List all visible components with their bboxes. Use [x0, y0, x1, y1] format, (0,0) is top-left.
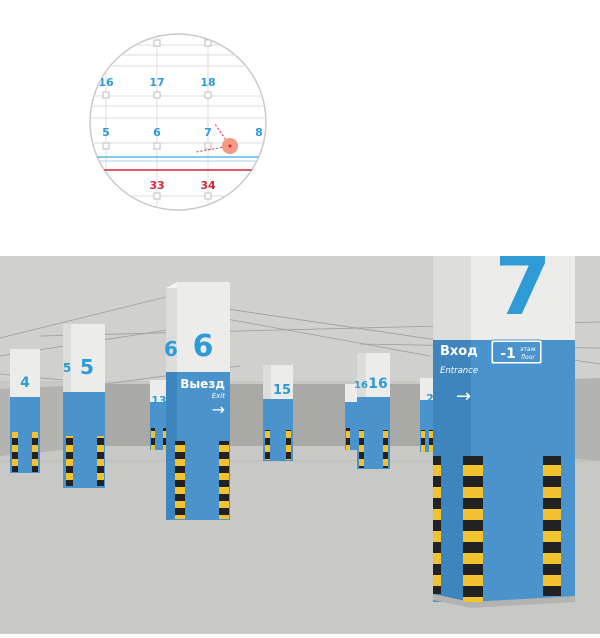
plan-pillar-markers: [102, 39, 212, 200]
plan-content: 16 17 18 5 6 7 8 33 34: [90, 34, 266, 210]
pillar-13-number: 13: [151, 394, 166, 407]
magnifier-ring: [89, 33, 267, 211]
floor-plan-panel: 16 17 18 5 6 7 8 33 34: [0, 0, 600, 256]
plan-label-5: 5: [102, 126, 110, 139]
pillar-6: 6 6 Выезд Exit →: [164, 282, 230, 520]
plan-label-16: 16: [98, 76, 114, 89]
parking-perspective-view: 13 2 4: [0, 239, 600, 634]
pillar-5: 5 5: [63, 324, 105, 488]
plan-label-33: 33: [149, 179, 164, 192]
pillar-6-number: 6: [193, 329, 214, 364]
exit-sign-subtitle: Exit: [212, 392, 226, 400]
exit-arrow-icon: →: [212, 400, 225, 419]
pillar-16-side-number: 16: [354, 380, 368, 391]
pillar-7-number: 7: [494, 256, 551, 334]
pillar-7: 7 Вход Entrance → -1 этаж floor: [433, 239, 575, 608]
viewer-location-dot: [228, 144, 232, 148]
pillar-4-number: 4: [20, 375, 30, 391]
entrance-sign-subtitle: Entrance: [440, 366, 478, 376]
floor-badge-number: -1: [500, 346, 516, 362]
pillar-5-number: 5: [80, 355, 94, 379]
floor-badge-label-ru: этаж: [520, 346, 536, 353]
plan-label-7: 7: [204, 126, 212, 139]
pillar-2: 2: [420, 378, 434, 452]
pillar-4: 4: [10, 349, 40, 473]
pillar-5-side-number: 5: [63, 361, 71, 375]
pillar-2-number: 2: [426, 392, 434, 405]
floor-badge-label-en: floor: [521, 354, 535, 361]
plan-label-18: 18: [200, 76, 215, 89]
plan-label-6: 6: [153, 126, 161, 139]
floor-plan-magnifier: 16 17 18 5 6 7 8 33 34: [89, 33, 267, 211]
entrance-sign-title: Вход: [440, 344, 478, 359]
pillar-13: 13: [150, 380, 168, 450]
plan-label-34: 34: [200, 179, 216, 192]
pillar-6-side-number: 6: [164, 337, 178, 361]
entrance-arrow-icon: →: [456, 386, 471, 407]
exit-sign-title: Выезд: [180, 377, 225, 391]
pillar-16: 16 16: [354, 353, 390, 469]
parking-scene: 13 2 4: [0, 239, 600, 634]
floor-badge-inner: [493, 342, 540, 362]
pillar-16-number: 16: [368, 376, 387, 392]
plan-label-17: 17: [149, 76, 164, 89]
pillar-15: 15: [263, 365, 293, 461]
pillar-small-mid: [345, 384, 357, 450]
pillar-15-number: 15: [273, 383, 291, 398]
plan-label-8: 8: [255, 126, 263, 139]
